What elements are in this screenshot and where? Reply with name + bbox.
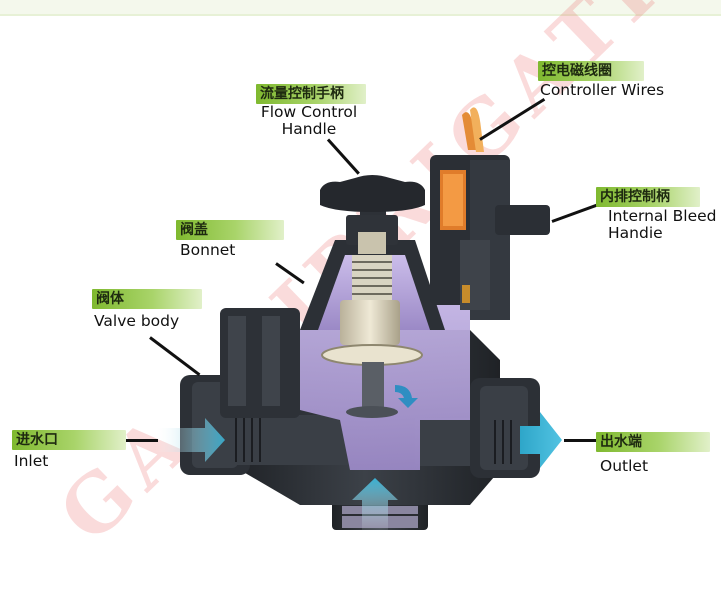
flow-control-label: Flow Control Handle [250,104,368,138]
spring-assembly [321,255,423,418]
flow-control-label-line2: Handle [281,120,337,138]
inlet-tag: 进水口 [12,430,126,450]
flow-arrows [155,412,562,535]
flow-control-tag: 流量控制手柄 [256,84,366,104]
valve-body-tag: 阀体 [92,289,202,309]
bonnet-label: Bonnet [180,241,236,259]
outlet-label: Outlet [600,457,649,475]
internal-bleed-label-line1: Internal Bleed [608,207,717,225]
flow-control-label-line1: Flow Control [260,103,358,121]
valve-body-label: Valve body [94,312,180,330]
bonnet-tag: 阀盖 [176,220,284,240]
controller-wires-label: Controller Wires [540,81,665,99]
internal-bleed-label: Internal Bleed Handie [608,208,717,242]
controller-wires-tag: 控电磁线圈 [538,61,644,81]
outlet-tag: 出水端 [596,432,710,452]
leader-outlet [564,439,598,442]
flow-control-handle [320,175,425,255]
internal-bleed-tag: 内排控制柄 [596,187,700,207]
inlet-label: Inlet [14,452,49,470]
leader-inlet [126,439,158,442]
solenoid [430,107,550,320]
top-banner [0,0,721,16]
internal-bleed-label-line2: Handie [608,224,663,242]
